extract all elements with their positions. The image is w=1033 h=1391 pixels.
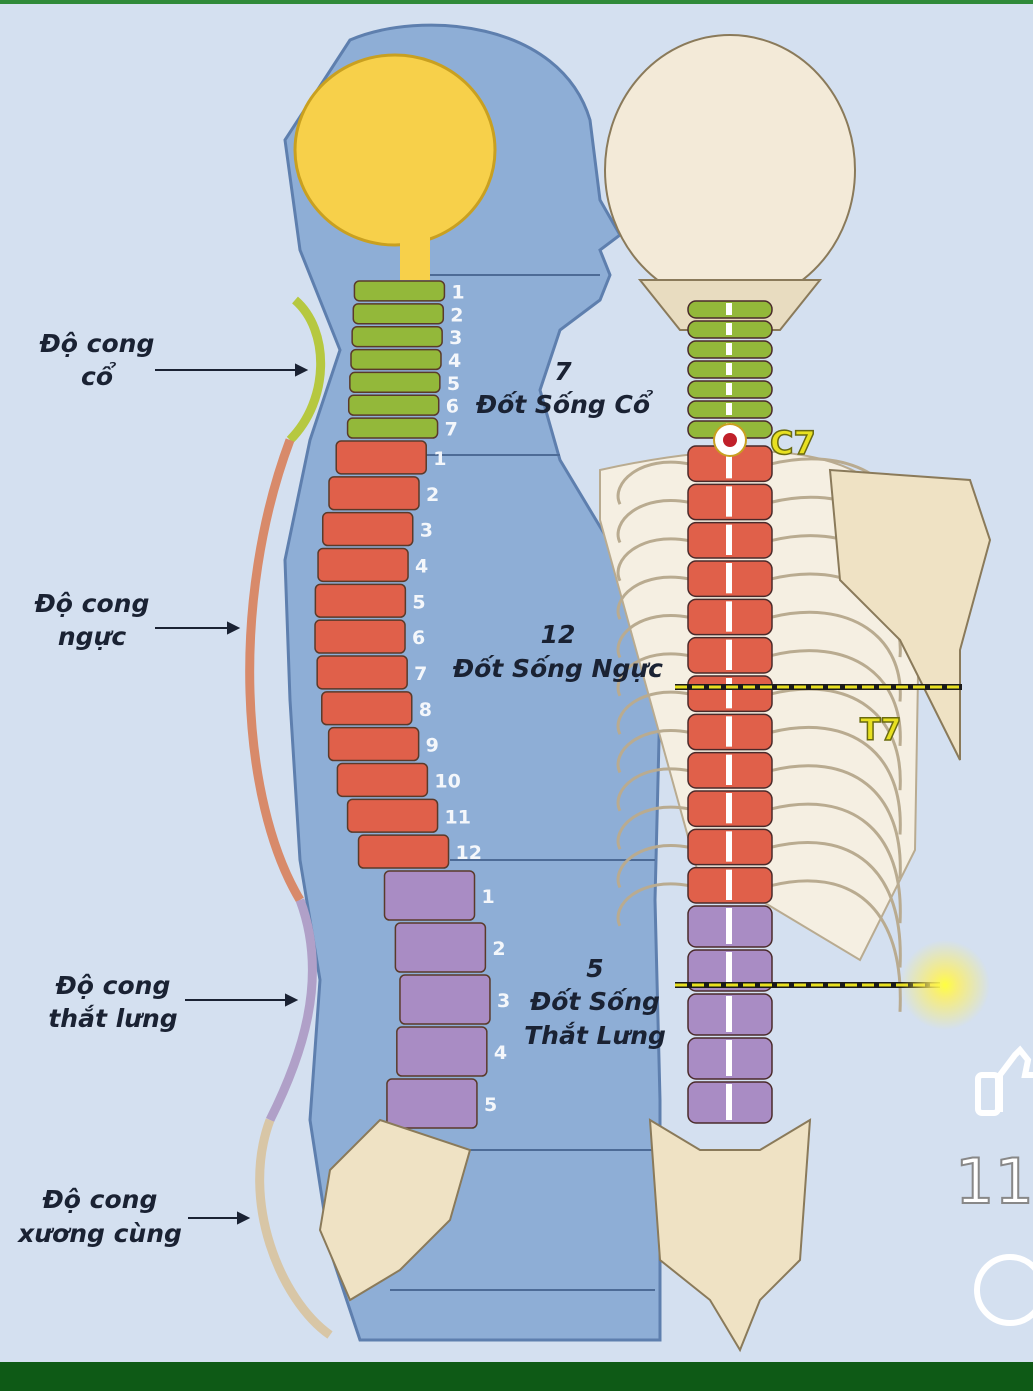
vertebra-number-thoracic: 5: [412, 591, 425, 613]
vertebra-thoracic-6: [314, 619, 406, 654]
rib: [769, 610, 902, 702]
vertebra-lumbar-5: [386, 1078, 478, 1129]
vertebra-number-thoracic: 1: [433, 448, 446, 470]
region-name-lumbar: Đốt Sống: [529, 987, 660, 1016]
vertebra-number-cervical: 5: [447, 373, 460, 395]
vertebra-number-lumbar: 1: [482, 886, 495, 908]
vertebra-cervical-2: [352, 303, 445, 325]
rib: [616, 614, 691, 659]
vertebra-number-thoracic: 10: [434, 770, 460, 792]
vertebra-thoracic-8: [321, 691, 413, 726]
like-count: 113: [954, 1144, 1033, 1219]
vertebra-number-thoracic: 3: [420, 520, 433, 542]
rib: [616, 537, 691, 582]
skull: [604, 34, 856, 306]
vertebra-number-cervical: 6: [446, 396, 459, 418]
vertebra-number-thoracic: 2: [426, 484, 439, 506]
vertebra-number-thoracic: 8: [419, 699, 432, 721]
rib: [769, 841, 902, 968]
brain: [293, 53, 497, 247]
rib: [769, 879, 902, 1012]
vertebra-thoracic-5: [314, 583, 407, 618]
rib: [616, 805, 691, 850]
curve-label-cervical-2: cổ: [81, 361, 117, 391]
vertebra-number-thoracic: 6: [412, 627, 425, 649]
curve-label-lumbar-2: thắt lưng: [48, 1004, 177, 1033]
region-name-lumbar-2: Thắt Lưng: [524, 1021, 666, 1050]
vertebra-number-thoracic: 9: [426, 735, 439, 757]
t7-label: T7: [860, 713, 901, 748]
region-name-cervical: Đốt Sống Cổ: [475, 389, 654, 419]
vertebra-lumbar-1: [383, 870, 476, 921]
vertebra-thoracic-2: [328, 476, 420, 511]
vertebra-lumbar-4: [396, 1026, 488, 1077]
vertebra-thoracic-7: [316, 655, 408, 690]
curve-label-thoracic-2: ngực: [58, 622, 126, 651]
curve-label-thoracic: Độ cong: [34, 589, 150, 618]
vertebra-cervical-7: [346, 417, 439, 439]
region-count-thoracic: 12: [541, 620, 576, 649]
curve-label-sacral: Độ cong: [42, 1185, 158, 1214]
curve-label-lumbar: Độ cong: [55, 971, 171, 1000]
c7-label: C7: [770, 424, 816, 462]
vertebra-thoracic-4: [317, 547, 409, 583]
vertebra-thoracic-12: [357, 834, 450, 869]
vertebra-thoracic-11: [346, 798, 439, 833]
vertebra-lumbar-2: [394, 922, 487, 973]
vertebra-number-lumbar: 3: [497, 990, 510, 1012]
rib: [769, 802, 902, 924]
cursor-glow: [900, 940, 990, 1030]
vertebra-cervical-3: [351, 325, 443, 348]
vertebra-number-cervical: 2: [450, 304, 463, 326]
region-name-thoracic: Đốt Sống Ngực: [452, 654, 663, 683]
vertebra-cervical-4: [350, 348, 442, 371]
vertebra-number-cervical: 3: [449, 327, 462, 349]
rib: [616, 882, 691, 927]
vertebra-number-thoracic: 7: [414, 663, 427, 685]
top-bar: [0, 0, 1033, 4]
bottom-bar: [0, 1362, 1033, 1391]
rib: [616, 729, 691, 774]
rib: [616, 460, 691, 505]
region-count-lumbar: 5: [586, 954, 603, 983]
vertebra-thoracic-1: [335, 440, 427, 475]
thumbs-up-icon[interactable]: [975, 1045, 1033, 1116]
vertebra-number-cervical: 4: [448, 350, 461, 372]
vertebra-number-lumbar: 5: [484, 1094, 497, 1116]
vertebra-lumbar-3: [399, 974, 491, 1025]
sacrum-side: [318, 1118, 472, 1302]
rib: [616, 844, 691, 889]
vertebra-thoracic-9: [327, 726, 420, 762]
rib: [769, 649, 902, 746]
vertebra-number-cervical: 7: [445, 419, 458, 441]
curve-label-cervical: Độ cong: [39, 329, 155, 358]
vertebra-number-thoracic: 12: [456, 842, 482, 864]
vertebra-number-lumbar: 2: [492, 938, 505, 960]
curve-label-sacral-2: xương cùng: [16, 1219, 182, 1248]
pelvis-back: [648, 1118, 812, 1353]
curve-indicator: [286, 296, 326, 444]
rib: [616, 499, 691, 544]
rib: [616, 690, 691, 735]
vertebra-number-cervical: 1: [451, 281, 464, 303]
vertebra-cervical-6: [347, 394, 440, 416]
rib: [616, 652, 691, 697]
comment-icon[interactable]: [974, 1254, 1033, 1326]
region-count-cervical: 7: [554, 357, 572, 386]
rib: [616, 767, 691, 812]
vertebra-cervical-1: [353, 280, 446, 302]
vertebra-cervical-5: [349, 371, 441, 394]
rib: [769, 764, 902, 879]
rib: [769, 725, 902, 835]
rib: [616, 575, 691, 620]
vertebra-thoracic-3: [321, 511, 414, 547]
vertebra-number-thoracic: 4: [415, 555, 428, 577]
vertebra-thoracic-10: [336, 762, 429, 798]
vertebra-number-thoracic: 11: [445, 806, 471, 828]
vertebra-number-lumbar: 4: [494, 1042, 507, 1064]
